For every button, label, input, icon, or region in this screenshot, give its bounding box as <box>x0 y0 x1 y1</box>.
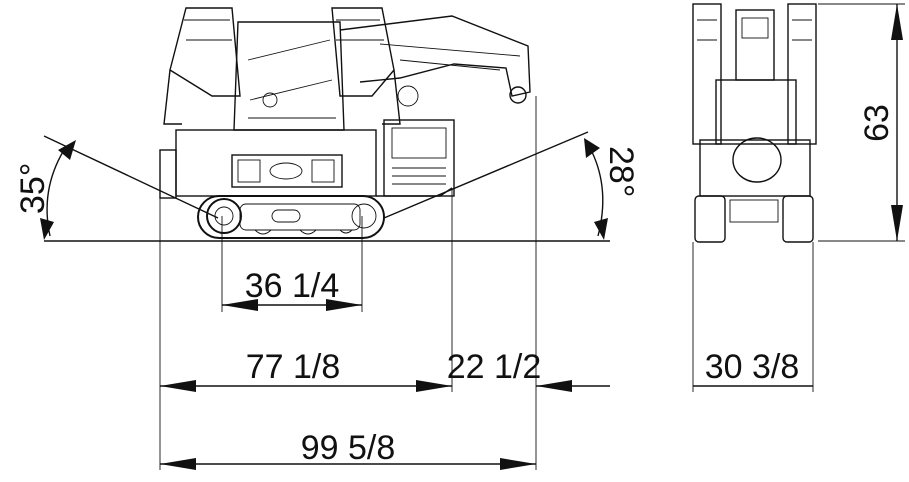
dim-arrow <box>891 205 903 241</box>
outrigger-ribs <box>184 19 384 41</box>
mast-bracing <box>247 39 336 119</box>
front-leg-ribs <box>697 19 812 41</box>
front-right-leg <box>787 3 817 145</box>
boom-cylinder-pin <box>397 85 419 107</box>
track-slot <box>271 209 301 223</box>
panel-block-right <box>311 159 335 183</box>
front-chassis <box>699 139 811 197</box>
mast-pivot <box>262 92 278 108</box>
dim-arrow <box>416 380 452 392</box>
label-total-length: 99 5/8 <box>301 429 396 467</box>
dim-arrow <box>500 458 536 470</box>
angle-arrow-left-bottom <box>40 218 54 240</box>
label-angle-left: 35° <box>14 163 52 214</box>
side-view-crane <box>159 7 531 239</box>
label-boom-overhang: 22 1/2 <box>447 348 542 386</box>
outrigger-right <box>331 7 395 97</box>
front-upper-body <box>715 79 797 145</box>
dim-arrow <box>326 299 362 311</box>
label-body-length: 77 1/8 <box>246 348 341 386</box>
idler-wheel <box>351 203 377 229</box>
angle-arrow-right-top <box>584 138 600 158</box>
dim-arrow <box>891 4 903 40</box>
outrigger-left <box>169 7 241 97</box>
front-track-left <box>694 195 726 243</box>
sprocket-hub <box>214 206 234 226</box>
label-angle-right: 28° <box>602 146 640 197</box>
control-panel <box>231 154 343 188</box>
left-bumper <box>159 149 177 199</box>
approach-angle-line-right <box>383 131 589 219</box>
label-height: 63 <box>858 104 896 142</box>
dim-arrow <box>222 299 258 311</box>
front-mast-head <box>741 17 769 39</box>
outrigger-feet <box>163 69 401 125</box>
drive-sprocket <box>206 198 242 234</box>
front-view-crane <box>692 3 817 243</box>
engine-cover <box>391 127 447 159</box>
dim-arrow <box>160 458 196 470</box>
crawler-track <box>197 195 385 239</box>
mast <box>233 21 345 131</box>
track-rollers <box>254 229 353 235</box>
boom <box>339 15 531 97</box>
panel-block-left <box>237 159 261 183</box>
boom-hook-sheave <box>509 86 527 104</box>
angle-arrow-left-top <box>58 140 76 160</box>
label-front-width: 30 3/8 <box>705 348 800 386</box>
front-track-right <box>782 195 814 243</box>
chassis-body <box>175 129 377 197</box>
label-track-width: 36 1/4 <box>245 267 340 305</box>
dim-arrow <box>536 380 572 392</box>
front-undercarriage <box>729 199 779 223</box>
boom-inner <box>379 43 521 71</box>
panel-gauge <box>269 162 303 180</box>
angle-arrow-right-bottom <box>594 218 608 240</box>
front-left-leg <box>692 3 722 145</box>
dim-arrow <box>160 380 196 392</box>
engine-fins <box>392 167 446 185</box>
front-engine-fan <box>732 137 782 183</box>
